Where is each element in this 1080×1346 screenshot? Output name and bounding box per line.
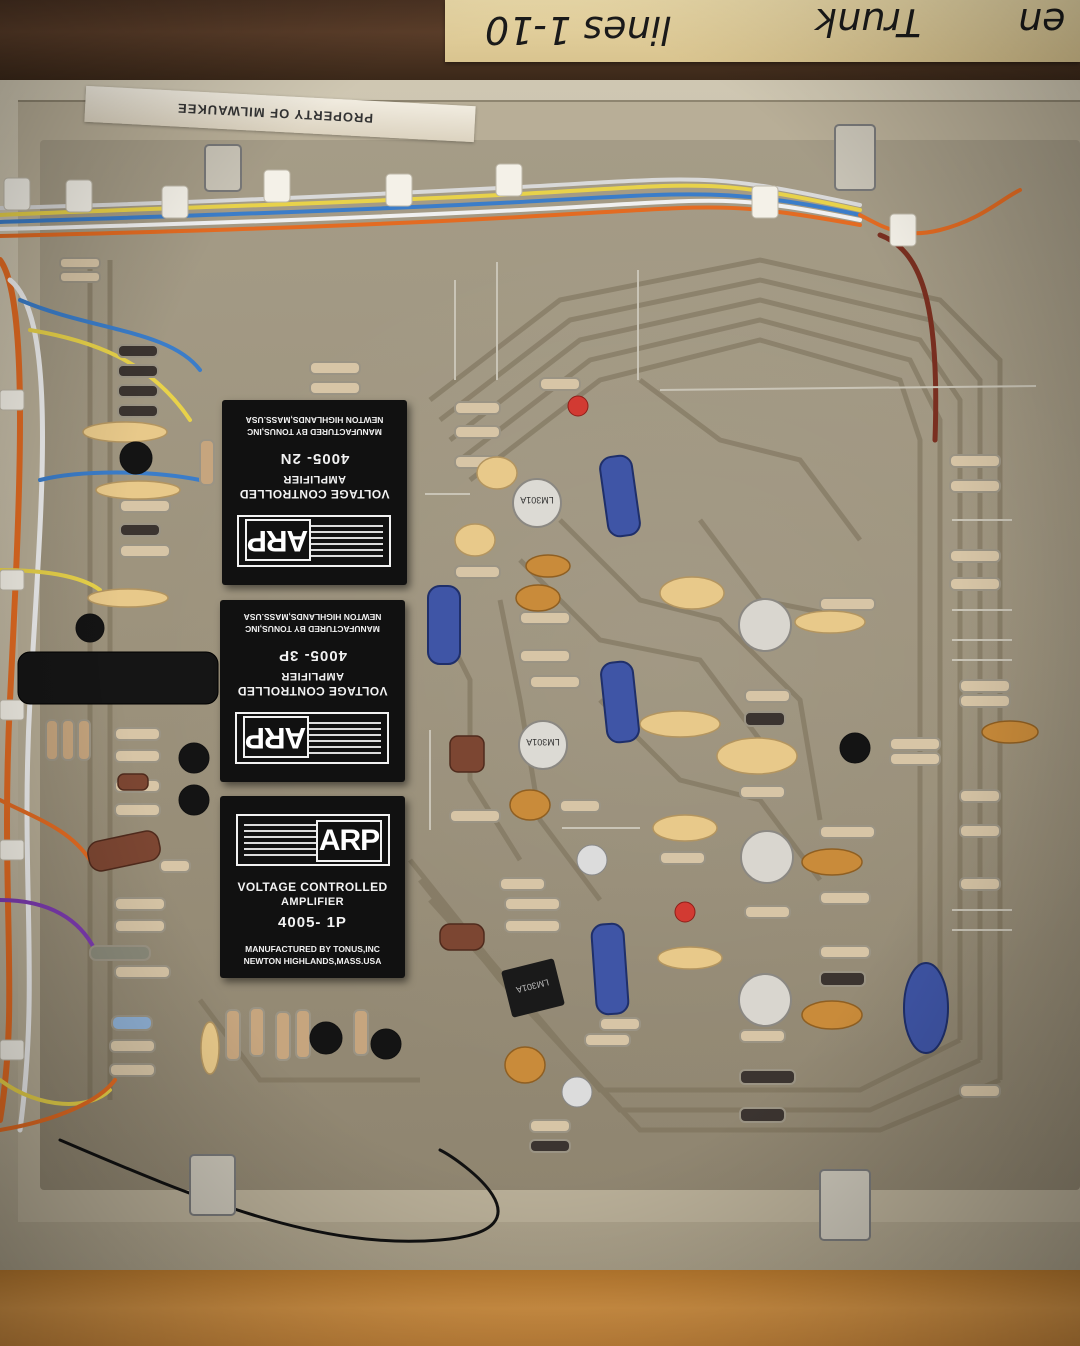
arp-wordmark: ARP [316,820,382,862]
logo-lines-icon [244,824,316,858]
arp-logo: ARP [235,712,389,764]
module-subtitle: AMPLIFIER [281,896,344,908]
module-title: VOLTAGE CONTROLLED [239,487,390,501]
cable-ties [0,163,917,1061]
module-model: 4005- 2N [279,450,350,467]
tantalum-capacitors [504,554,1039,1084]
logo-lines-icon [311,523,383,557]
module-subtitle: AMPLIFIER [283,473,346,485]
module-title: VOLTAGE CONTROLLED [237,880,388,894]
op-amp-ic: LM301A [512,478,562,528]
resistors [45,257,1011,1153]
vca-module-2n: ARP VOLTAGE CONTROLLED AMPLIFIER 4005- 2… [222,400,407,585]
logo-lines-icon [309,720,381,754]
vca-module-3p: ARP VOLTAGE CONTROLLED AMPLIFIER 4005- 3… [220,600,405,782]
ic-marking: LM301A [526,737,560,747]
module-location: NEWTON HIGHLANDS,MASS.USA [243,612,382,622]
module-manufacturer: MANUFACTURED BY TONUS,INC [245,944,380,954]
ceramic-capacitors [82,421,866,1075]
module-location: NEWTON HIGHLANDS,MASS.USA [243,956,382,966]
module-manufacturer: MANUFACTURED BY TONUS,INC [247,427,382,437]
wood-surface-bottom [0,1270,1080,1346]
op-amp-ic: LM301A [518,720,568,770]
module-manufacturer: MANUFACTURED BY TONUS,INC [245,624,380,634]
arp-logo: ARP [236,814,390,866]
arp-wordmark: ARP [245,519,311,561]
arp-logo: ARP [237,515,391,567]
module-model: 4005- 1P [278,914,347,931]
masking-tape-note [445,0,1080,62]
mounting-brackets [189,124,876,1241]
red-capacitors [567,395,696,923]
module-title: VOLTAGE CONTROLLED [237,684,388,698]
module-model: 4005- 3P [278,647,347,664]
arp-wordmark: ARP [243,716,309,758]
module-subtitle: AMPLIFIER [281,670,344,682]
transistors [75,441,871,1108]
lead-wires [425,262,1037,931]
large-cylindrical-component [17,651,219,705]
ic-marking: LM301A [515,977,550,995]
trimmer-pots [427,454,949,1054]
film-capacitors [87,735,485,951]
vca-module-1p: ARP VOLTAGE CONTROLLED AMPLIFIER 4005- 1… [220,796,405,978]
ic-marking: LM301A [520,495,554,505]
module-location: NEWTON HIGHLANDS,MASS.USA [245,415,384,425]
